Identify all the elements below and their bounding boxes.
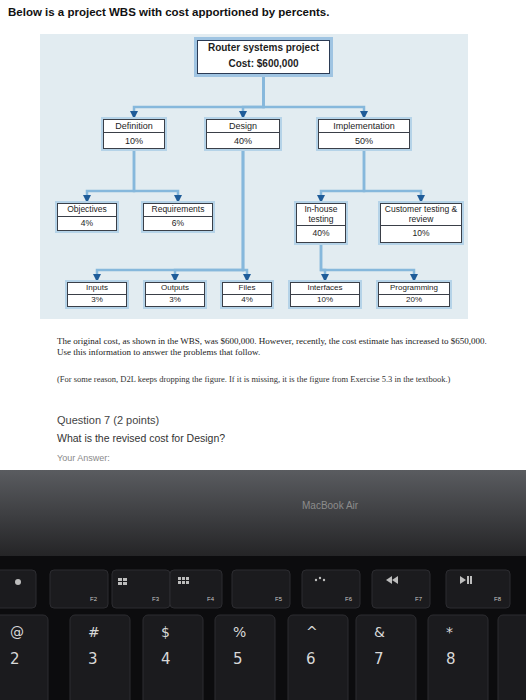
tree-connector [364,149,421,203]
tree-connector [87,149,134,203]
tree-connector [243,149,247,282]
problem-text: The original cost, as shown in the WBS, … [57,336,502,358]
question-text: What is the revised cost for Design? [57,432,225,445]
package-share: 6% [144,217,212,230]
function-key-label: F2 [90,596,97,603]
key-symbol: ^ [306,624,318,641]
key-symbol: @ [10,624,24,641]
package-name: Programming [379,283,449,295]
tree-connector [321,243,325,282]
package-name: Objectives [58,204,116,217]
number-keys [0,615,526,700]
tree-connector [243,74,264,119]
note-text: (For some reason, D2L keeps dropping the… [57,374,502,384]
package-share: 4% [223,295,271,306]
page-heading: Below is a project WBS with cost apporti… [8,6,329,18]
package-name: Interfaces [291,283,359,295]
package-share: 10% [291,295,359,306]
package-name: Definition [104,120,164,133]
package-name: Customer testing & review [381,204,461,226]
package-share: 10% [381,226,461,242]
work-package-box: Customer testing & review10% [380,203,462,243]
package-share: 10% [104,133,164,148]
key-digit: 4 [161,650,171,668]
package-share: 20% [379,295,449,306]
key-symbol: & [374,624,385,641]
work-package-box: Inputs3% [67,282,127,307]
key-symbol: * [446,624,453,641]
key-digit: 7 [374,650,384,668]
package-name: Design [207,120,279,133]
function-key-label: F4 [207,596,214,603]
work-package-box: Outputs3% [145,282,205,307]
key-icons [15,576,472,585]
tree-connector [97,149,243,282]
package-share: 40% [207,133,279,148]
function-key-label: F8 [494,596,501,603]
function-key-label: F7 [415,596,422,603]
tree-connector [321,149,364,203]
question-heading: Question 7 (2 points) [57,414,159,427]
package-share: 3% [68,295,126,306]
tree-connector [134,74,264,119]
package-name: Files [223,283,271,295]
laptop-bezel [0,470,526,558]
key-digit: 2 [10,650,20,668]
function-key-label: F6 [345,596,352,603]
key-symbol: % [233,624,246,641]
work-package-box: Objectives4% [57,203,117,231]
work-package-box: Definition10% [103,119,165,149]
package-name: Requirements [144,204,212,217]
package-name: Router systems project [198,41,329,54]
figure-panel [40,34,468,319]
work-package-box: Programming20% [378,282,450,307]
package-share: 4% [58,217,116,230]
work-package-box: Requirements6% [143,203,213,231]
laptop-brand: MacBook Air [302,500,358,512]
package-name: In-house testing [297,204,345,226]
root-box: Router systems projectCost: $600,000 [197,40,330,74]
key-symbol: $ [161,624,170,641]
work-package-box: Files4% [222,282,272,307]
key-digit: 8 [446,650,456,668]
key-digit: 3 [88,650,98,668]
package-share: 3% [146,295,204,306]
package-name: Inputs [68,283,126,295]
package-share: Cost: $600,000 [198,54,329,73]
function-key-label: F5 [275,596,282,603]
work-package-box: Interfaces10% [290,282,360,307]
work-package-box: In-house testing40% [296,203,346,243]
work-package-box: Design40% [206,119,280,149]
tree-connector [321,243,414,282]
tree-connector [134,149,178,203]
package-share: 50% [319,133,409,148]
tree-connector [264,74,365,119]
package-name: Outputs [146,283,204,295]
key-digit: 6 [306,650,316,668]
function-key-label: F3 [152,596,159,603]
function-keys [0,570,510,608]
key-digit: 5 [233,650,243,668]
key-symbol: # [88,624,100,641]
answer-label: Your Answer: [57,453,110,464]
work-package-box: Implementation50% [318,119,410,149]
package-name: Implementation [319,120,409,133]
package-share: 40% [297,226,345,242]
